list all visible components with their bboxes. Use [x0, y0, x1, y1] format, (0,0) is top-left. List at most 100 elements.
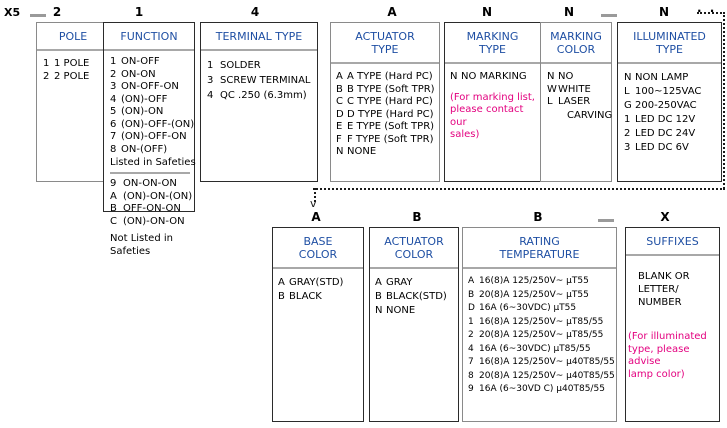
option-value: ON-OFF [121, 56, 160, 67]
code-segment-base-color: A [311, 210, 321, 224]
box-actuator-color-title: ACTUATOR COLOR [370, 228, 458, 269]
suffixes-note-line3: lamp color) [628, 368, 685, 380]
path-segment-drop [314, 188, 316, 202]
box-terminal-type: TERMINAL TYPE 1 SOLDER 3 SCREW TERMINAL … [200, 22, 318, 182]
code-segment-pole: 2 [52, 5, 62, 19]
option-value: ON-(OFF) [121, 143, 168, 155]
option-value: B TYPE (Soft TPR) [347, 83, 435, 95]
option-value: 16(8)A 125/250V~ μ40T85/55 [479, 357, 615, 367]
option-key: 2 [468, 330, 474, 340]
part-number-prefix: X5 [4, 6, 21, 19]
option-value: (ON)-OFF [121, 93, 168, 105]
box-actuator-type-title: ACTUATOR TYPE [331, 23, 439, 64]
option-key: 1 [624, 114, 631, 125]
function-section-divider [110, 172, 190, 174]
option-key: 3 [207, 75, 214, 86]
option-row: A GRAY [375, 276, 454, 290]
option-row: N NONE [336, 146, 435, 159]
suffixes-text-line3: NUMBER [638, 297, 682, 308]
box-actuator-type-options: A A TYPE (Hard PC) B B TYPE (Soft TPR) C… [331, 64, 439, 163]
option-row: 9 ON-ON-ON [110, 178, 190, 191]
option-row: 2 2 POLE [43, 71, 105, 84]
option-value: 200-250VAC [635, 100, 697, 111]
box-rating-temperature-options: A 16(8)A 125/250V~ μT55 B 20(8)A 125/250… [463, 269, 616, 401]
option-value: 20(8)A 125/250V~ μT85/55 [479, 330, 604, 340]
option-value: A TYPE (Hard PC) [347, 71, 433, 82]
option-key: B [468, 289, 475, 300]
option-key: N [547, 71, 555, 82]
option-row: N NO MARKING [450, 71, 536, 84]
option-value: QC .250 (6.3mm) [220, 90, 307, 101]
option-value: LED DC 24V [635, 128, 696, 139]
option-value: C TYPE (Hard PC) [347, 96, 433, 107]
option-row: B 20(8)A 125/250V~ μT55 [468, 289, 612, 303]
marking-color-extra-line: CARVING [567, 109, 613, 121]
option-value: GRAY(STD) [289, 277, 344, 288]
option-row: 4 QC .250 (6.3mm) [207, 88, 313, 103]
option-key: F [336, 133, 342, 145]
function-not-listed-label-line1: Not Listed in [110, 233, 173, 244]
box-illuminated-type-options: N NON LAMP L 100~125VAC G 200-250VAC 1 L… [618, 64, 721, 159]
box-marking-color-title: MARKING COLOR [541, 23, 611, 64]
option-row: 2 ON-ON [110, 69, 190, 82]
option-value: LASER [558, 96, 591, 107]
option-key: 9 [110, 178, 117, 189]
function-listed-label: Listed in Safeties [110, 157, 196, 168]
option-value: F TYPE (Soft TPR) [347, 133, 434, 145]
option-key: G [624, 100, 632, 111]
option-key: 1 [468, 316, 474, 327]
option-key: B [336, 83, 343, 95]
box-base-color-options: A GRAY(STD) B BLACK [273, 269, 363, 308]
option-row: L 100~125VAC [624, 85, 717, 99]
code-separator-dash-2 [601, 14, 617, 17]
option-row: 3 LED DC 6V [624, 141, 717, 155]
box-base-color-title: BASE COLOR [273, 228, 363, 269]
option-value: ON-ON-ON [123, 178, 177, 189]
box-marking-type-options: N NO MARKING (For marking list, please c… [445, 64, 540, 146]
box-illuminated-type: ILLUMINATED TYPE N NON LAMP L 100~125VAC… [617, 22, 722, 182]
suffixes-note-line2: type, please advise [628, 343, 690, 368]
option-key: A [336, 71, 343, 82]
option-value: NONE [386, 305, 416, 316]
code-segment-marking-type: N [481, 5, 493, 19]
option-key: 4 [207, 90, 214, 101]
option-value: 2 POLE [54, 70, 90, 82]
option-row: 1 SOLDER [207, 58, 313, 73]
box-pole-title: POLE [37, 23, 109, 51]
option-value: SCREW TERMINAL [220, 75, 311, 86]
box-marking-color: MARKING COLOR N NO W WHITE L LASER CARVI… [540, 22, 612, 182]
option-value: GRAY [386, 277, 413, 288]
option-key: B [278, 291, 285, 302]
option-key: A [278, 277, 285, 288]
path-arrowhead-icon: v [310, 197, 317, 210]
option-value: NON LAMP [635, 72, 689, 83]
option-key: 7 [110, 131, 117, 142]
option-value: NO [558, 71, 574, 82]
box-actuator-color: ACTUATOR COLOR A GRAY B BLACK(STD) N NON… [369, 227, 459, 422]
code-segment-actuator-color: B [412, 210, 422, 224]
option-key: 1 [110, 56, 117, 67]
option-key: A [110, 190, 117, 202]
option-key: D [336, 108, 344, 120]
option-row: N NO [547, 71, 607, 84]
option-value: LED DC 6V [635, 142, 689, 153]
option-key: B [110, 203, 117, 214]
box-function-options: 1 ON-OFF 2 ON-ON 3 ON-OFF-ON 4 (ON)-OFF … [104, 51, 196, 262]
option-row: 1 LED DC 12V [624, 113, 717, 127]
function-not-listed-label-line2: Safeties [110, 246, 151, 257]
option-key: 2 [110, 68, 117, 80]
option-key: N [375, 305, 383, 316]
option-row: 1 1 POLE [43, 58, 105, 71]
option-value: 16A (6~30VD C) μ40T85/55 [479, 384, 605, 394]
option-key: 6 [110, 118, 117, 130]
code-separator-dash-3 [598, 219, 614, 222]
option-row: 4 (ON)-OFF [110, 94, 190, 107]
option-row: 1 ON-OFF [110, 56, 190, 69]
option-value: 100~125VAC [635, 86, 702, 97]
option-key: C [336, 96, 343, 107]
option-value: ON-OFF-ON [121, 81, 179, 92]
option-value: LED DC 12V [635, 114, 696, 125]
option-key: 4 [468, 343, 474, 354]
option-value: NONE [347, 146, 377, 157]
